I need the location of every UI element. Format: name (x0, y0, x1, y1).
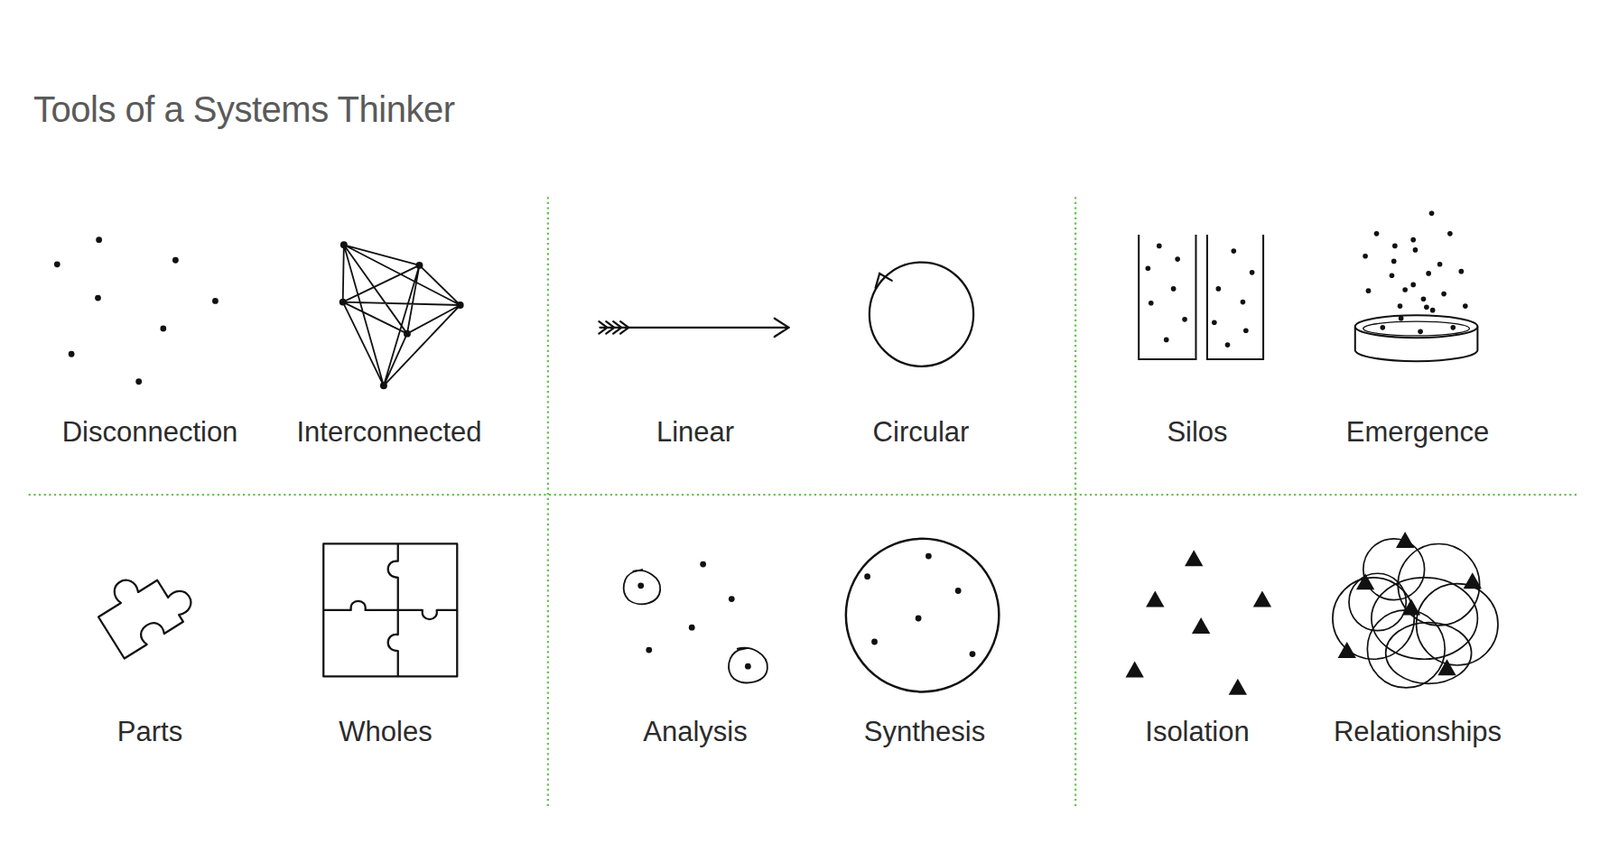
interconnected-network (339, 241, 465, 390)
synthesis-circle (846, 539, 1000, 693)
tool-label: Analysis (642, 715, 747, 749)
isolation-triangles (1125, 549, 1273, 696)
grid-lines (28, 196, 1581, 807)
tool-label: Synthesis (864, 715, 986, 749)
circular-loop (869, 262, 974, 367)
diagram-title: Tools of a Systems Thinker (33, 87, 455, 131)
tool-label: Linear (656, 415, 735, 449)
tool-label: Relationships (1333, 715, 1502, 749)
tool-label: Parts (117, 715, 183, 749)
linear-arrow (598, 318, 789, 337)
puzzle-whole (323, 543, 457, 677)
tool-label: Emergence (1346, 415, 1490, 449)
puzzle-piece (88, 555, 199, 660)
emergence-dish (1355, 210, 1479, 362)
tool-label: Isolation (1144, 715, 1249, 749)
tool-label: Disconnection (62, 415, 239, 449)
tool-label: Circular (873, 415, 970, 449)
tool-label: Wholes (338, 715, 432, 749)
relationships-circles (1332, 531, 1498, 689)
tool-label: Interconnected (296, 415, 482, 449)
tool-label: Silos (1166, 415, 1228, 449)
analysis-dots (623, 561, 768, 684)
disconnection-dots (54, 236, 219, 385)
silos (1138, 234, 1264, 360)
